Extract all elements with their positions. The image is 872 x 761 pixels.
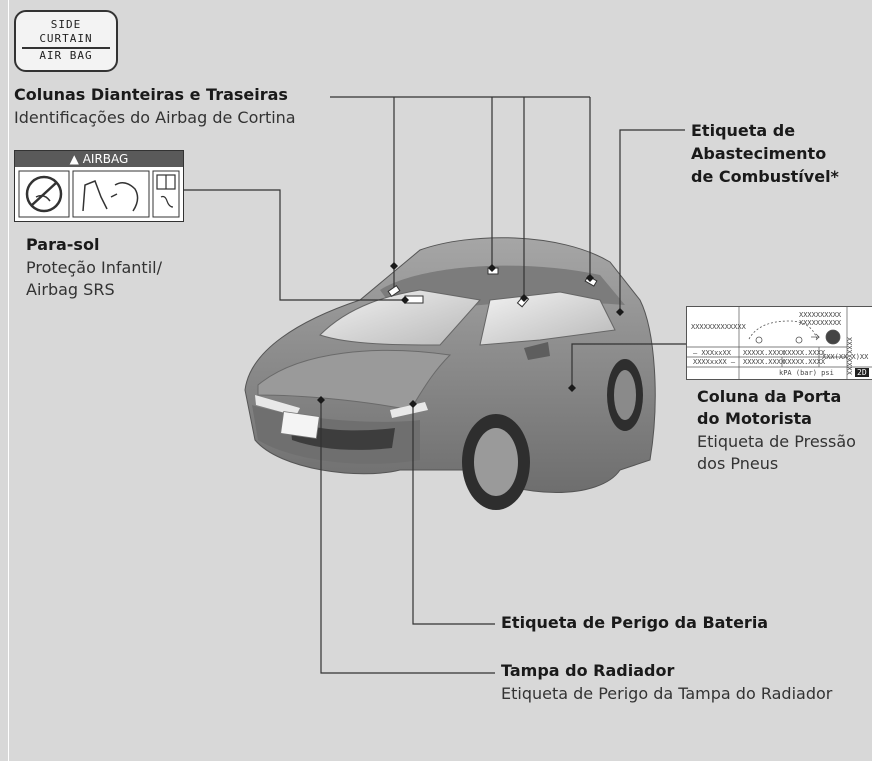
callout-battery-title: Etiqueta de Perigo da Bateria (501, 613, 769, 632)
markers (317, 262, 624, 408)
callout-door-pillar-subtitle-2: dos Pneus (697, 454, 779, 473)
side-curtain-airbag-badge: SIDE CURTAIN AIR BAG (14, 10, 118, 72)
callout-radiator-subtitle: Etiqueta de Perigo da Tampa do Radiador (501, 684, 833, 703)
dot-radiator (317, 396, 325, 404)
callout-pillars-subtitle: Identificações do Airbag de Cortina (14, 108, 296, 127)
panel-divider (8, 0, 9, 761)
warning-triangle-icon: ▲ (69, 152, 79, 166)
dot-door-pillar (568, 384, 576, 392)
callout-radiator-title: Tampa do Radiador (501, 661, 675, 680)
tire-label-row1-c: XXXXX.XXXX (783, 349, 826, 357)
airbag-deploy-icon (82, 180, 139, 212)
airbag-label-title: AIRBAG (82, 152, 129, 166)
callout-door-pillar-title-1: Coluna da Porta (697, 387, 842, 406)
badge-line-3: AIR BAG (22, 47, 110, 63)
callout-fuel-title-2: Abastecimento (691, 144, 827, 163)
car-tire-schematic-icon (748, 320, 841, 345)
tire-label-code-a: XXXXXXXXXXXXX (691, 323, 746, 331)
badge-line-2: CURTAIN (39, 32, 93, 45)
dot-pillar-rear (586, 274, 594, 282)
dot-pillar-front-right (520, 294, 528, 302)
badge-line-1: SIDE (50, 18, 82, 31)
marker-pillar-front-left (387, 284, 401, 298)
callout-door-pillar-subtitle-1: Etiqueta de Pressão (697, 432, 856, 451)
callout-fuel-title-1: Etiqueta de (691, 121, 796, 140)
callout-sunvisor-subtitle-1: Proteção Infantil/ (26, 258, 162, 277)
car-body (244, 237, 656, 510)
dot-battery (409, 400, 417, 408)
dot-fuel (616, 308, 624, 316)
airbag-label-header: ▲ AIRBAG (15, 151, 183, 167)
sun-visor-airbag-label: ▲ AIRBAG (14, 150, 184, 222)
leader-battery (412, 403, 495, 625)
read-manual-icon (156, 174, 176, 208)
no-rear-child-seat-icon (25, 175, 63, 213)
callout-pillars-title: Colunas Dianteiras e Traseiras (14, 85, 288, 104)
leader-radiator (320, 400, 495, 674)
tire-label-row1-a: – XXXxxXX (693, 349, 731, 357)
dot-sun-visor (401, 296, 409, 304)
leader-door-pillar (571, 343, 686, 388)
airbag-label-icons (18, 170, 180, 218)
tire-label-row1-b: XXXXX.XXXX (743, 349, 786, 357)
dot-pillar-front-left (390, 262, 398, 270)
tire-label-pressure-cell: XXX(XX.X)XX (822, 353, 869, 361)
callout-sunvisor-title: Para-sol (26, 235, 100, 254)
tire-label-units: kPA (bar) psi (779, 369, 834, 377)
tire-label-2d-code: 2D (855, 368, 869, 377)
tire-label-code-c: XXXXXXXXXX (799, 319, 842, 327)
leader-fuel-label (619, 129, 685, 312)
callout-door-pillar-title-2: do Motorista (697, 409, 812, 428)
callout-fuel-title-3: de Combustível* (691, 167, 839, 186)
tire-label-grid (687, 307, 872, 379)
tire-label-code-b: XXXXXXXXXX (799, 311, 842, 319)
tire-label-row2-a: XXXXxxXX – (693, 358, 736, 366)
leader-sun-visor (182, 189, 405, 301)
tire-pressure-label: XXXXXXXXXXXXX XXXXXXXXXX XXXXXXXXXX – XX… (686, 306, 872, 380)
callout-sunvisor-subtitle-2: Airbag SRS (26, 280, 115, 299)
leader-lines (182, 96, 686, 674)
dot-roof (488, 264, 496, 272)
tire-label-row2-c: XXXXX.XXXX (783, 358, 826, 366)
tire-label-row2-b: XXXXX.XXXX (743, 358, 786, 366)
tire-label-side-code: XXXXXXXXX (845, 337, 853, 375)
